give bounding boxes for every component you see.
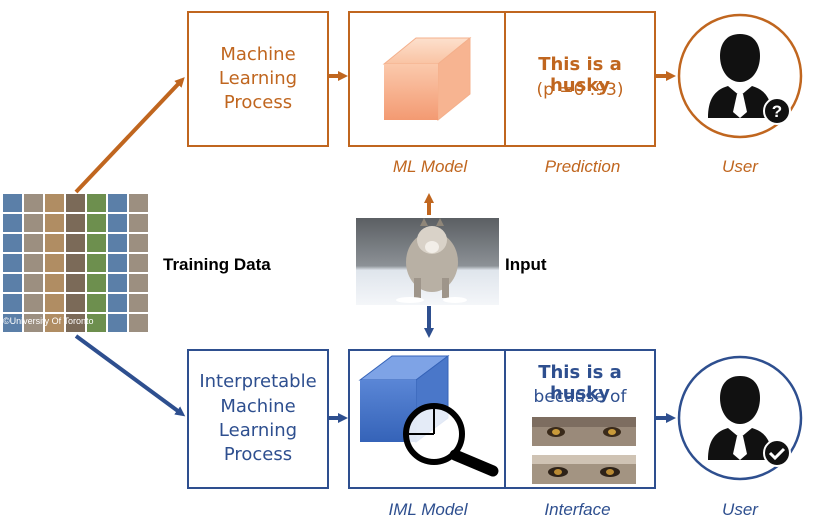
training-thumbnail xyxy=(3,314,22,332)
training-thumbnail xyxy=(87,194,106,212)
training-thumbnail xyxy=(87,294,106,312)
interface-caption: Interface xyxy=(544,500,611,519)
training-thumbnail xyxy=(66,214,85,232)
prediction-title: This is a husky xyxy=(538,54,622,96)
iml-process-label: Interpretable Machine Learning Process xyxy=(199,371,317,466)
training-thumbnail xyxy=(24,254,43,272)
magnifier-icon xyxy=(403,403,499,477)
training-thumbnail xyxy=(129,274,148,292)
training-thumbnail xyxy=(87,234,106,252)
ml-model-cube-icon xyxy=(382,36,472,122)
training-thumbnail xyxy=(129,194,148,212)
confused-user-icon: ? xyxy=(708,34,791,125)
training-thumbnail xyxy=(45,254,64,272)
training-thumbnail xyxy=(108,294,127,312)
prediction-probability: (p =0 .93) xyxy=(536,80,624,100)
interface-because: because of xyxy=(533,387,627,407)
satisfied-user-icon xyxy=(708,376,791,467)
training-thumbnail xyxy=(108,234,127,252)
training-thumbnail xyxy=(108,314,127,332)
training-data-label: Training Data xyxy=(163,255,271,274)
ml-process-box xyxy=(187,11,329,147)
svg-text:?: ? xyxy=(772,102,782,121)
training-data-watermark: ©University Of Toronto xyxy=(3,316,94,326)
training-thumbnail xyxy=(66,234,85,252)
bottom-user-caption: User xyxy=(722,500,758,519)
training-thumbnail xyxy=(108,254,127,272)
training-thumbnail xyxy=(87,254,106,272)
training-thumbnail xyxy=(45,314,64,332)
training-thumbnail xyxy=(129,294,148,312)
training-thumbnail xyxy=(45,234,64,252)
training-thumbnail xyxy=(87,314,106,332)
training-thumbnail xyxy=(66,294,85,312)
training-thumbnail xyxy=(129,234,148,252)
training-thumbnail xyxy=(66,274,85,292)
training-thumbnail xyxy=(45,294,64,312)
arrow-data-to-iml-process xyxy=(74,334,186,417)
training-thumbnail xyxy=(108,194,127,212)
training-thumbnail xyxy=(66,314,85,332)
training-thumbnail xyxy=(66,254,85,272)
training-thumbnail xyxy=(87,274,106,292)
iml-model-caption: IML Model xyxy=(388,500,468,519)
wolf-eyes-strip-2 xyxy=(532,455,636,484)
training-thumbnail xyxy=(45,214,64,232)
wolf-eyes-strip-1 xyxy=(532,417,636,446)
training-thumbnail xyxy=(3,294,22,312)
interface-title: This is a husky xyxy=(538,362,622,404)
training-thumbnail xyxy=(24,274,43,292)
training-thumbnail xyxy=(108,214,127,232)
training-thumbnail xyxy=(129,314,148,332)
input-label: Input xyxy=(505,255,547,274)
top-user-caption: User xyxy=(722,157,758,176)
training-thumbnail xyxy=(3,194,22,212)
training-thumbnail xyxy=(45,194,64,212)
training-thumbnail xyxy=(24,234,43,252)
training-thumbnail xyxy=(45,274,64,292)
training-thumbnail xyxy=(3,274,22,292)
training-thumbnail xyxy=(129,254,148,272)
training-thumbnail xyxy=(87,214,106,232)
training-thumbnail xyxy=(3,214,22,232)
training-thumbnail xyxy=(129,214,148,232)
training-thumbnail xyxy=(3,254,22,272)
ml-model-caption: ML Model xyxy=(392,157,468,176)
prediction-caption: Prediction xyxy=(544,157,621,176)
training-thumbnail xyxy=(24,214,43,232)
training-data-image-grid xyxy=(3,194,148,332)
training-thumbnail xyxy=(24,294,43,312)
iml-process-box xyxy=(187,349,329,489)
ml-process-label: Machine Learning Process xyxy=(218,43,298,114)
training-thumbnail xyxy=(24,314,43,332)
arrow-data-to-ml-process xyxy=(74,77,185,194)
input-wolf-image xyxy=(356,218,499,305)
training-thumbnail xyxy=(3,234,22,252)
training-thumbnail xyxy=(108,274,127,292)
training-thumbnail xyxy=(66,194,85,212)
training-thumbnail xyxy=(24,194,43,212)
